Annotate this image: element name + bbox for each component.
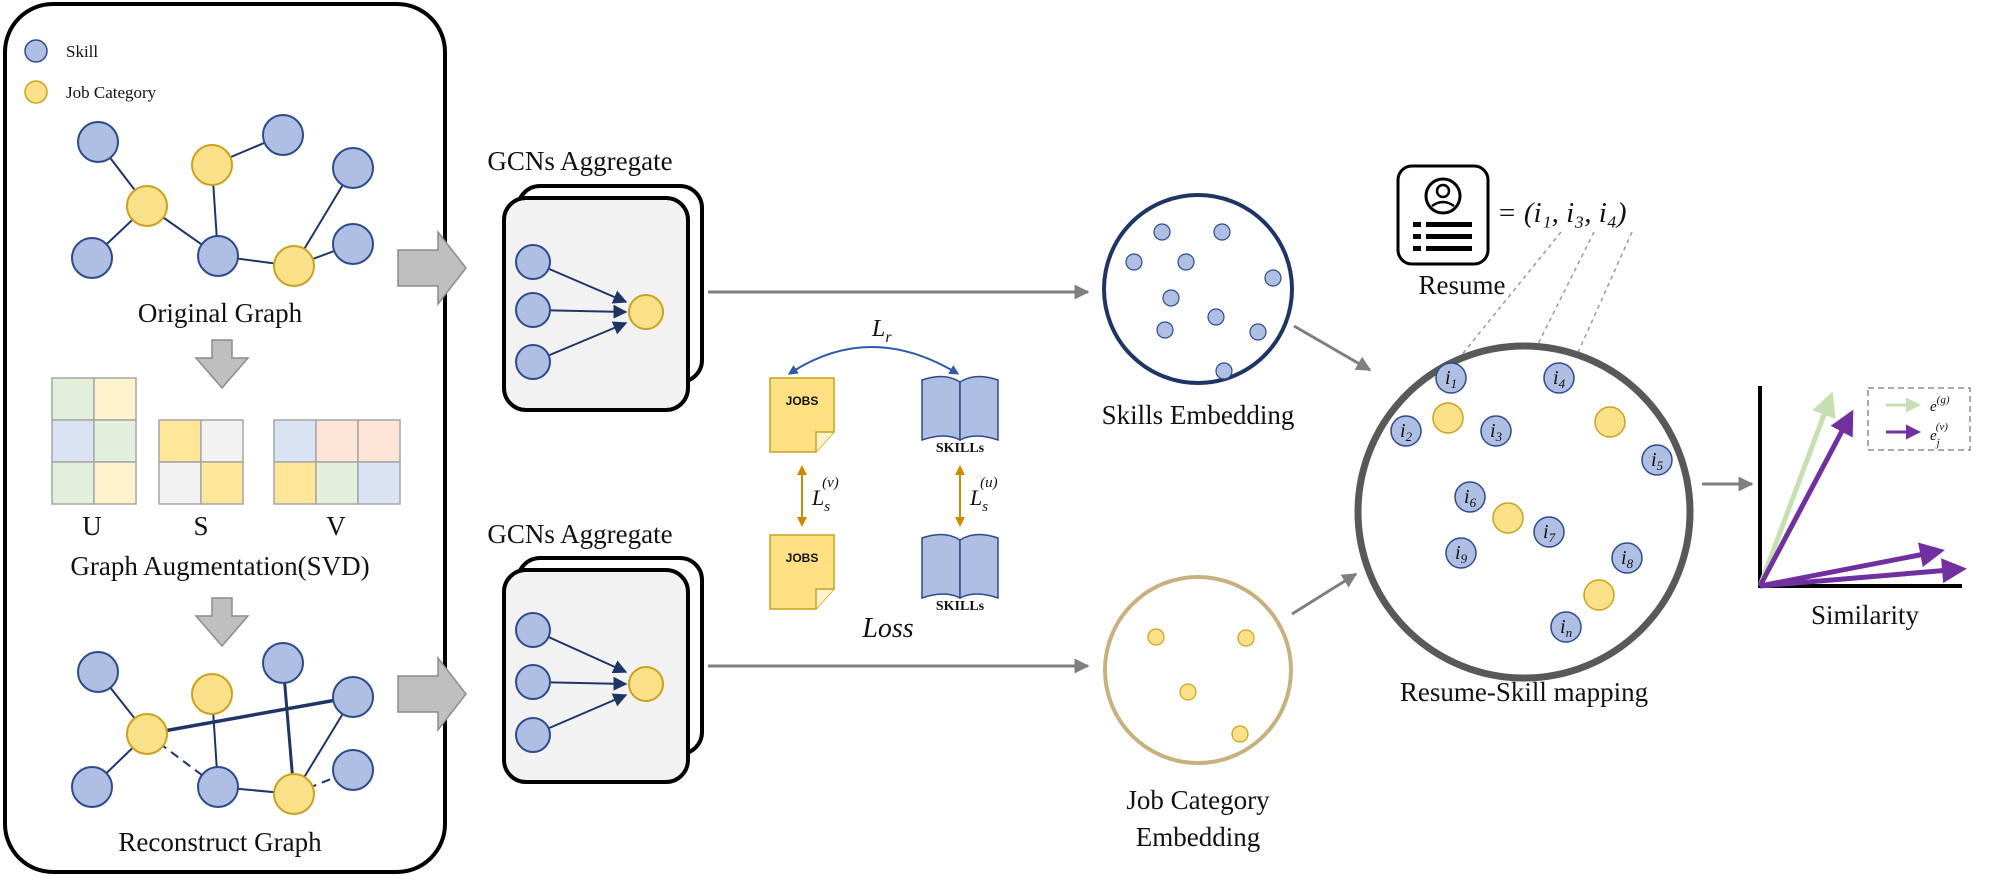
block-arrow-bottom-icon (397, 655, 467, 733)
svd-u-label: U (82, 511, 102, 541)
svg-text:SKILLs: SKILLs (936, 441, 985, 456)
mapping-item: i6 (1454, 481, 1486, 513)
svg-text:i6: i6 (1464, 486, 1477, 510)
reconstruct-graph-label: Reconstruct Graph (118, 827, 322, 857)
resume-skill-mapping-label: Resume-Skill mapping (1400, 677, 1648, 707)
svg-text:i4: i4 (1553, 367, 1566, 391)
mapping-item: i7 (1533, 516, 1565, 548)
similarity-vector-purple (1759, 558, 1967, 589)
mapping-item: i8 (1611, 542, 1643, 574)
resume-formula: = (i₁, i₃, i₄) (1497, 197, 1627, 229)
gcn-top: GCNs Aggregate (487, 146, 704, 412)
svg-text:i3: i3 (1490, 420, 1503, 444)
gcn-top-label: GCNs Aggregate (487, 146, 672, 176)
skills-book-top-icon: SKILLs (921, 375, 999, 456)
loss-u-label: Ls(u) (969, 475, 998, 515)
svg-text:SKILLs: SKILLs (936, 599, 985, 614)
gcn-bottom: GCNs Aggregate (487, 519, 704, 784)
mapping-item: i1 (1435, 362, 1467, 394)
similarity-label: Similarity (1811, 600, 1920, 630)
svg-text:i9: i9 (1455, 542, 1468, 566)
svg-text:i5: i5 (1651, 449, 1664, 473)
mapping-item: i9 (1445, 537, 1477, 569)
legend-job-label: Job Category (66, 83, 157, 102)
mapping-item: in (1550, 611, 1582, 643)
svg-text:i8: i8 (1621, 547, 1634, 571)
similarity-plot: e(g) ej(v) Similarity (1757, 386, 1971, 630)
jobs-doc-bottom-icon: JOBS (769, 534, 835, 610)
mapping-item: i2 (1390, 415, 1422, 447)
svg-text:i1: i1 (1445, 367, 1457, 391)
loss-block: Lr JOBS JOBS SKILLs SKILLs Ls(v) (769, 316, 999, 644)
loss-label: Loss (861, 613, 913, 644)
job-category-label-line1: Job Category (1126, 785, 1270, 815)
svg-text:JOBS: JOBS (786, 551, 819, 565)
left-panel: Skill Job Category Original Graph (3, 2, 447, 874)
similarity-vector-green (1757, 391, 1836, 587)
resume-icon (1396, 164, 1490, 266)
similarity-vector-purple (1759, 542, 1945, 589)
svg-text:in: in (1560, 616, 1572, 640)
mapping-circle (1354, 342, 1694, 682)
skills-embedding-label: Skills Embedding (1102, 400, 1295, 430)
arrow-job-to-mapping (1291, 572, 1358, 616)
graph-augmentation-label: Graph Augmentation(SVD) (70, 551, 369, 581)
svd-matrices (51, 377, 401, 505)
resume: Resume = (i₁, i₃, i₄) (1396, 164, 1633, 421)
similarity-legend-g: e(g) (1930, 394, 1950, 415)
original-graph-label: Original Graph (138, 298, 303, 328)
block-arrow-top-icon (397, 229, 467, 307)
svg-text:i2: i2 (1400, 420, 1413, 444)
loss-r-label: Lr (871, 316, 892, 346)
down-arrow-icon (194, 597, 250, 648)
mapping-item: i3 (1480, 415, 1512, 447)
legend: Skill Job Category (24, 39, 157, 104)
similarity-legend-v: ej(v) (1930, 421, 1948, 449)
jobs-doc-top-icon: JOBS (769, 377, 835, 453)
original-graph (71, 114, 374, 287)
similarity-legend (1867, 387, 1971, 451)
svd-v-label: V (326, 511, 346, 541)
legend-skill-icon (24, 39, 48, 63)
arrow-skills-to-mapping (1293, 324, 1372, 372)
svg-text:i7: i7 (1543, 521, 1556, 545)
loss-v-label: Ls(v) (811, 475, 839, 515)
resume-skill-mapping: i1 i2 i3 i4 i5 i6 i7 i8 i9 in Resume-Skill mappin… (1354, 342, 1694, 707)
similarity-vector-purple (1757, 409, 1854, 588)
down-arrow-icon (194, 339, 250, 390)
legend-skill-label: Skill (66, 42, 98, 61)
job-category-label-line2: Embedding (1136, 822, 1260, 852)
skills-book-bottom-icon: SKILLs (921, 533, 999, 614)
legend-job-icon (24, 80, 48, 104)
svd-s-label: S (193, 511, 208, 541)
mapping-item: i5 (1641, 444, 1673, 476)
skills-embedding: Skills Embedding (1102, 193, 1295, 430)
resume-label: Resume (1419, 270, 1506, 300)
mapping-item: i4 (1543, 362, 1575, 394)
reconstruct-graph (71, 642, 374, 815)
svg-text:JOBS: JOBS (786, 394, 819, 408)
gcn-bottom-label: GCNs Aggregate (487, 519, 672, 549)
job-category-embedding: Job Category Embedding (1103, 575, 1293, 852)
